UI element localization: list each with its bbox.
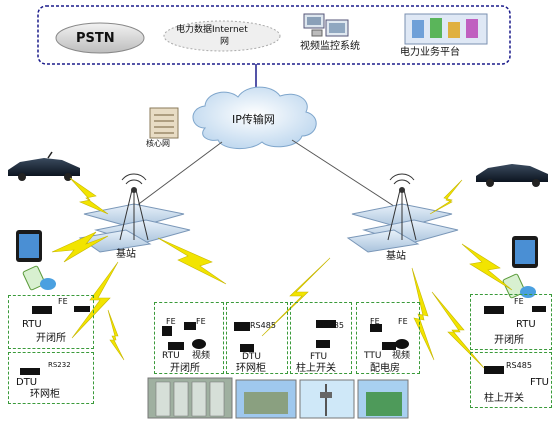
mid3-port: RS485 [318, 321, 344, 330]
power-platform-icon [404, 13, 488, 45]
link-left-station [127, 141, 223, 213]
right-tablet-icon [512, 236, 538, 268]
left-lower-port: RS232 [48, 361, 71, 369]
ip-network-cloud [192, 86, 317, 149]
mid4-fe1: FE [370, 317, 380, 326]
core-network-label: 核心网 [146, 139, 170, 148]
box-right-upper [470, 294, 552, 350]
right-station-label: 基站 [386, 251, 406, 262]
right-base-station-icon [346, 173, 459, 253]
left-upper-site: 开闭所 [36, 333, 66, 344]
right-upper-site: 开闭所 [494, 335, 524, 346]
site-photos [147, 377, 409, 419]
right-phone-icon [502, 273, 536, 299]
mid4-dev1: TTU [364, 351, 382, 361]
left-upper-device: RTU [22, 319, 42, 330]
box-mid-2 [226, 302, 288, 374]
mid3-device: FTU [310, 352, 328, 362]
video-monitor-icon [303, 13, 349, 37]
box-right-lower [470, 352, 552, 408]
box-left-lower [8, 352, 94, 404]
right-upper-fe: FE [514, 297, 524, 306]
left-base-station-icon [78, 173, 191, 253]
left-phone-icon [22, 265, 56, 291]
left-lower-device: DTU [16, 377, 38, 388]
left-lower-site: 环网柜 [30, 389, 60, 400]
left-upper-fe: FE [58, 297, 68, 306]
box-left-upper [8, 295, 94, 349]
mid2-device: DTU [242, 352, 262, 362]
right-lower-port: RS485 [506, 361, 532, 370]
mid1-site: 开闭所 [170, 363, 200, 374]
mid2-site: 环网柜 [236, 363, 266, 374]
box-mid-3 [290, 302, 352, 374]
power-platform-label: 电力业务平台 [400, 47, 460, 58]
mid1-dev2: 视频 [192, 351, 211, 361]
video-system-label: 视频监控系统 [300, 41, 360, 52]
mid3-site: 柱上开关 [296, 363, 336, 374]
pstn-node [55, 22, 145, 54]
mid4-fe2: FE [398, 317, 408, 326]
left-car-icon [8, 151, 80, 181]
ip-network-label: IP传输网 [232, 113, 275, 126]
top-frame [37, 5, 511, 65]
box-mid-1 [154, 302, 224, 374]
right-lower-site: 柱上开关 [484, 393, 524, 404]
right-upper-device: RTU [516, 319, 536, 330]
mid1-dev1: RTU [162, 351, 180, 361]
mid4-dev2: 视频 [392, 351, 411, 361]
internet-label-line2: 网 [220, 37, 230, 47]
internet-cloud-icon [163, 20, 281, 52]
mid2-port: RS485 [250, 321, 276, 330]
internet-label-line1: 电力数据Internet [176, 25, 248, 35]
wireless-bolt-icons [51, 177, 513, 369]
left-tablet-icon [16, 230, 42, 262]
mid4-site: 配电房 [370, 363, 400, 374]
mid1-fe1: FE [166, 317, 176, 326]
core-network-icon [149, 107, 179, 139]
right-car-icon [476, 164, 548, 187]
right-lower-device: FTU [530, 377, 550, 388]
mid1-fe2: FE [196, 317, 206, 326]
device-icons [20, 306, 546, 375]
link-right-station [291, 139, 401, 211]
pstn-label: PSTN [76, 31, 115, 46]
box-mid-4 [356, 302, 420, 374]
left-station-label: 基站 [116, 249, 136, 260]
